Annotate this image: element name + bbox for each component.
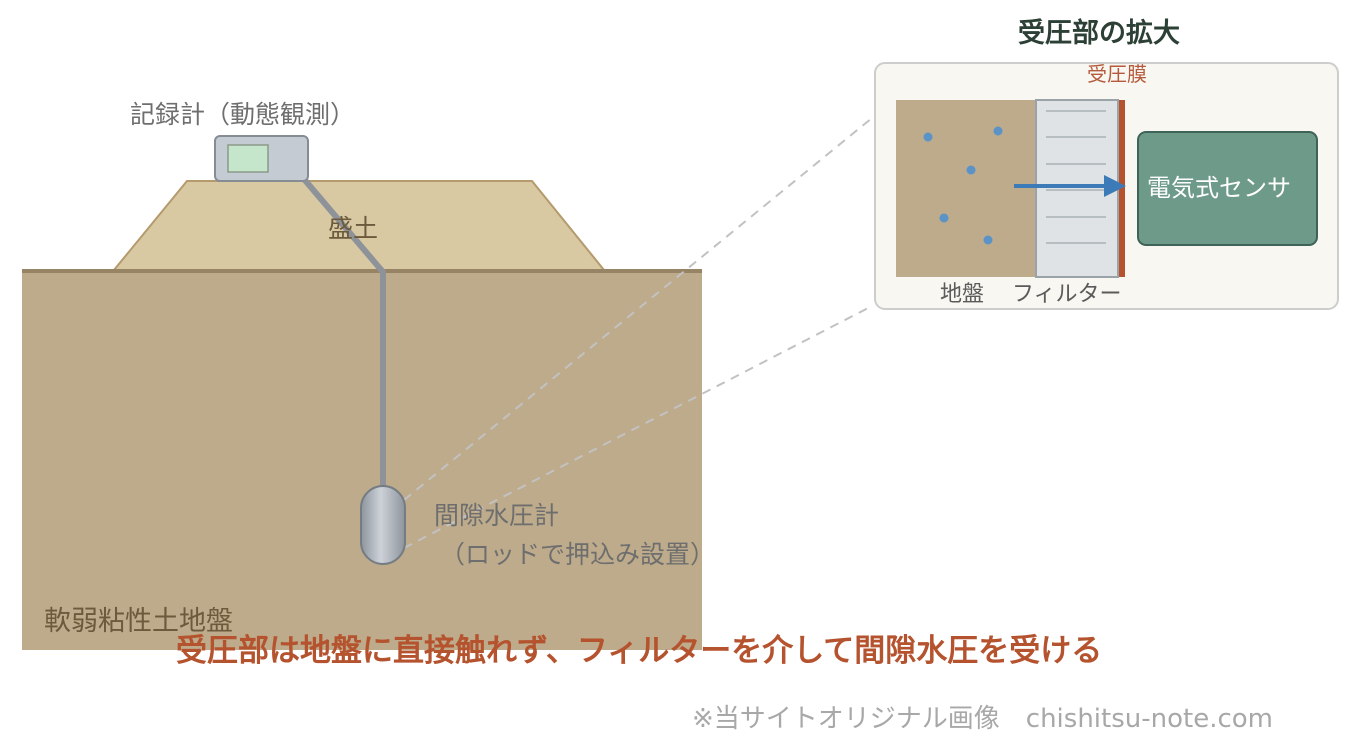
pressure-arrow-head	[1104, 175, 1126, 197]
piezometer-note-label: （ロッドで押込み設置）	[440, 540, 716, 569]
zoom-soil-block	[896, 100, 1038, 277]
zoom-title: 受圧部の拡大	[1018, 18, 1180, 49]
zoom-guide-line-lower	[403, 305, 873, 549]
filter-lines	[1046, 110, 1106, 244]
diaphragm-label: 受圧膜	[1087, 62, 1147, 86]
data-logger-screen	[227, 144, 269, 173]
soft-ground-label: 軟弱粘性土地盤	[44, 606, 233, 637]
logger-label: 記録計（動態観測）	[130, 100, 356, 129]
zoom-guide-line-upper	[403, 117, 873, 501]
caption-text: 受圧部は地盤に直接触れず、フィルターを介して間隙水圧を受ける	[176, 633, 1103, 669]
electric-sensor-box	[1137, 131, 1318, 246]
credit-text: ※当サイトオリジナル画像 chishitsu-note.com	[692, 704, 1274, 734]
embankment-label: 盛土	[328, 214, 379, 243]
filter-label: フィルター	[1012, 282, 1122, 307]
zoom-soil-label: 地盤	[940, 282, 985, 307]
pore-water-dots	[923, 126, 1003, 245]
piezometer-rod	[295, 170, 386, 490]
sensor-label: 電気式センサ	[1147, 174, 1291, 202]
piezometer-label: 間隙水圧計	[434, 501, 560, 530]
soft-ground-block	[22, 270, 702, 650]
piezometer-capsule	[360, 485, 406, 565]
pressure-diaphragm	[1119, 100, 1125, 277]
